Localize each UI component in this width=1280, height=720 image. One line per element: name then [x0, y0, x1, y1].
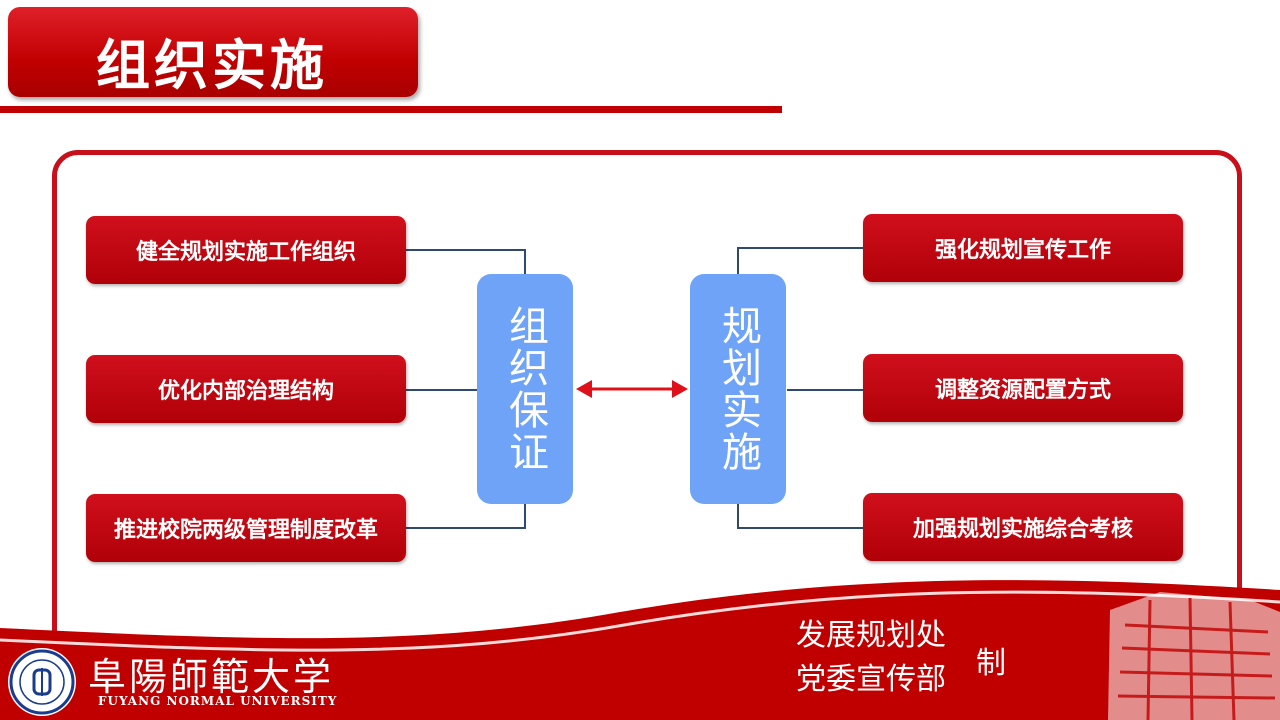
hub-organization-guarantee: 组织保证: [477, 274, 573, 504]
footer-band: [0, 580, 1280, 720]
university-name-en: FUYANG NORMAL UNIVERSITY: [98, 694, 338, 708]
page-title: 组织实施: [96, 34, 328, 97]
hub-plan-implementation: 规划实施: [690, 274, 786, 504]
credit-line-2: 党委宣传部: [796, 662, 946, 697]
title-underline: [0, 106, 782, 113]
connector-left-3: [405, 504, 526, 529]
right-item-2: 调整资源配置方式: [863, 354, 1183, 422]
connector-left-1: [405, 249, 526, 276]
university-name: 阜陽師範大学: [88, 655, 335, 699]
credit-suffix: 制: [976, 646, 1006, 681]
right-item-3: 加强规划实施综合考核: [863, 493, 1183, 561]
title-banner: 组织实施: [8, 7, 418, 97]
right-item-1: 强化规划宣传工作: [863, 214, 1183, 282]
left-item-1: 健全规划实施工作组织: [86, 216, 406, 284]
left-item-2: 优化内部治理结构: [86, 355, 406, 423]
credit-line-1: 发展规划处: [796, 618, 946, 653]
university-seal-icon: [8, 648, 76, 716]
double-arrow-icon: [576, 380, 688, 398]
left-item-3: 推进校院两级管理制度改革: [86, 494, 406, 562]
connector-right-1: [737, 247, 863, 276]
connector-right-3: [737, 504, 863, 529]
credit-lines: 发展规划处 党委宣传部: [796, 614, 946, 702]
building-silhouette-icon: [1108, 592, 1280, 720]
